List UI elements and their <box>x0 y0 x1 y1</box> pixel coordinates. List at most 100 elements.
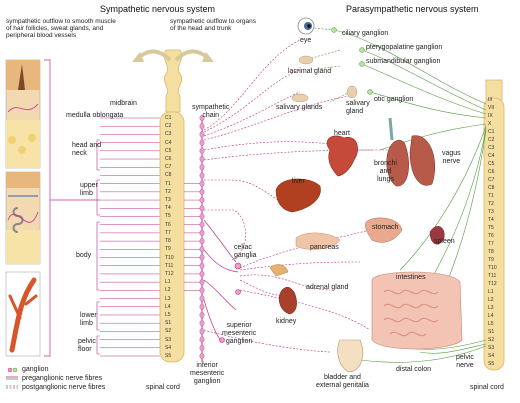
chain-ganglion-c4 <box>199 139 205 146</box>
head-trunk-label: sympathetic outflow to organs of the hea… <box>170 18 256 32</box>
pterygopalatine-label: pterygopalatine ganglion <box>366 44 443 51</box>
segment-label-right-s5: S5 <box>488 361 495 367</box>
lacrimal-organ <box>298 55 314 65</box>
spleen-label: spleen <box>434 238 455 245</box>
bronchi-label: bronchi and lungs <box>374 160 397 183</box>
chain-ganglion-s1 <box>199 320 205 327</box>
segment-label-right-t6: T6 <box>488 233 494 239</box>
chain-ganglion-t12 <box>199 270 205 277</box>
spinal-cord-right <box>483 79 505 371</box>
segment-label-left-t12: T12 <box>165 270 174 277</box>
chain-ganglion-t2 <box>199 188 205 195</box>
chain-ganglion-l4 <box>199 303 205 310</box>
heart-label: heart <box>334 130 350 137</box>
segment-label-left-s1: S1 <box>165 320 172 327</box>
medulla-label: medulla oblongata <box>66 112 124 119</box>
ciliary-label: ciliary ganglion <box>342 30 389 37</box>
eye-label: eye <box>300 37 312 44</box>
segment-label-right-x: X <box>488 121 492 127</box>
segment-label-right-c5: C5 <box>488 161 495 167</box>
chain-ganglion-l5 <box>199 311 205 318</box>
segment-label-left-l4: L4 <box>165 303 171 310</box>
segment-label-left-c1: C1 <box>165 115 172 121</box>
chain-ganglion-s3 <box>199 336 205 343</box>
salivary-gland-label: salivary gland <box>346 100 370 115</box>
spinal-cord-right-label: spinal cord <box>470 384 504 391</box>
segment-label-left-l5: L5 <box>165 311 171 318</box>
segment-label-right-t2: T2 <box>488 201 494 207</box>
bladder-label: bladder and external genitalia <box>316 374 369 389</box>
parasympathetic-fibres <box>333 29 487 363</box>
segment-label-right-c4: C4 <box>488 153 495 159</box>
segment-label-right-t11: T11 <box>488 273 497 279</box>
segment-label-right-t12: T12 <box>488 281 497 287</box>
distal-colon-label: distal colon <box>396 366 432 373</box>
intestines-label: intestines <box>396 274 426 281</box>
legend-ganglion: ganglion <box>22 366 49 373</box>
spinal-cord-left-label: spinal cord <box>146 384 180 391</box>
chain-ganglion-t7 <box>199 229 205 236</box>
segment-label-right-t10: T10 <box>488 265 497 271</box>
lacrimal-label: lacrimal gland <box>288 68 332 75</box>
smooth-muscle-label: sympathetic outflow to smooth muscle of … <box>6 18 116 39</box>
lower-limb-label: lower limb <box>80 312 97 327</box>
vagus-label: vagus nerve <box>442 150 461 165</box>
segment-label-right-c8: C8 <box>488 185 495 191</box>
segment-label-right-l2: L2 <box>488 297 494 303</box>
kidney-organ <box>279 287 297 315</box>
chain-ganglion-c8 <box>199 172 205 179</box>
chain-ganglion-t5 <box>199 213 205 220</box>
segment-label-left-t8: T8 <box>165 238 171 245</box>
segment-label-left-t7: T7 <box>165 229 171 236</box>
skin-panel-top <box>5 59 41 169</box>
legend-preganglionic: preganglionic nerve fibres <box>22 375 103 382</box>
eye-organ <box>297 17 315 35</box>
segment-label-left-t10: T10 <box>165 254 174 261</box>
segment-label-left-t6: T6 <box>165 221 171 228</box>
segment-label-right-l5: L5 <box>488 321 494 327</box>
segment-label-right-l3: L3 <box>488 305 494 311</box>
segment-label-left-c2: C2 <box>165 123 172 130</box>
stomach-label: stomach <box>372 224 399 231</box>
pancreas-organ <box>295 232 341 250</box>
segment-label-left-t3: T3 <box>165 197 171 204</box>
heart-organ <box>326 135 358 177</box>
segment-label-right-iii: III <box>488 97 493 103</box>
segment-label-left-s5: S5 <box>165 353 172 359</box>
skin-panel-middle <box>5 171 41 265</box>
chain-ganglion-c7 <box>199 164 205 171</box>
segment-label-right-s1: S1 <box>488 329 495 335</box>
chain-ganglion-l3 <box>199 295 205 302</box>
inferior-mesenteric-ganglion <box>219 337 225 343</box>
head-neck-label: head and neck <box>72 142 102 157</box>
lungs-organ <box>386 117 436 187</box>
pelvic-floor-label: pelvic floor <box>78 338 96 353</box>
segment-label-right-t9: T9 <box>488 257 494 263</box>
segment-label-right-t1: T1 <box>488 193 494 199</box>
cord-to-chain-fibres <box>184 183 200 291</box>
liver-organ <box>275 178 321 213</box>
segment-label-right-s3: S3 <box>488 345 495 351</box>
chain-ganglion-s4 <box>199 344 205 351</box>
celiac-ganglion <box>234 262 242 270</box>
salivary-glands-label: salivary glands <box>276 104 323 111</box>
segment-label-left-s2: S2 <box>165 328 172 335</box>
legend-markers <box>6 367 18 389</box>
chain-ganglion-t1 <box>199 180 205 187</box>
kidney-label: kidney <box>276 318 297 325</box>
celiac-label: celiac ganglia <box>234 244 257 259</box>
segment-label-left-t4: T4 <box>165 205 171 212</box>
splanchnic-fibres <box>203 219 239 341</box>
segment-label-left-c4: C4 <box>165 139 172 146</box>
segment-label-right-l1: L1 <box>488 289 494 295</box>
sympathetic-title: Sympathetic nervous system <box>100 4 216 14</box>
segment-label-right-l4: L4 <box>488 313 494 319</box>
adrenal-organ <box>269 264 289 277</box>
chain-ganglion-c5 <box>199 147 205 154</box>
parasympathetic-title: Parasympathetic nervous system <box>346 4 479 14</box>
skin-panel-bottom <box>5 271 41 357</box>
segment-label-right-c3: C3 <box>488 145 495 151</box>
spleen-organ <box>429 226 445 245</box>
